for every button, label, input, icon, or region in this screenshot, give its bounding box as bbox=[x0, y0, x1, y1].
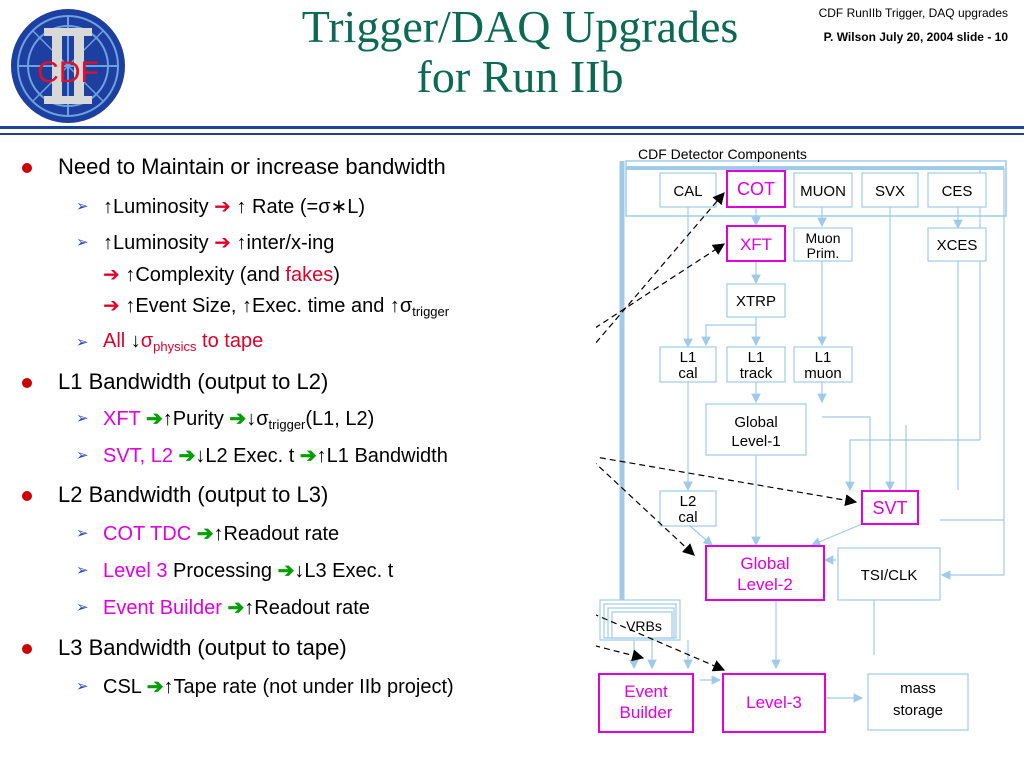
node-event-builder-2: Builder bbox=[620, 703, 673, 722]
node-mass-storage-1: mass bbox=[900, 680, 936, 697]
node-l1muon-2: muon bbox=[804, 365, 842, 382]
node-global-l1-2: Level-1 bbox=[731, 433, 780, 450]
node-ces: CES bbox=[942, 183, 973, 200]
node-svx: SVX bbox=[875, 183, 905, 200]
node-global-l2-2: Level-2 bbox=[737, 575, 793, 594]
node-event-builder-1: Event bbox=[624, 682, 668, 701]
chevron-icon: ➢ bbox=[76, 410, 89, 427]
chevron-icon: ➢ bbox=[76, 562, 89, 579]
node-l1cal-2: cal bbox=[678, 365, 697, 382]
chevron-icon: ➢ bbox=[76, 599, 89, 616]
chevron-icon: ➢ bbox=[76, 334, 89, 351]
node-muon: MUON bbox=[800, 183, 846, 200]
node-muonprim-2: Prim. bbox=[807, 245, 840, 261]
logo-text: CDF bbox=[37, 56, 99, 89]
header-topic: CDF RunIIb Trigger, DAQ upgrades bbox=[818, 6, 1008, 20]
node-l1track-2: track bbox=[740, 365, 773, 382]
title-line2: for Run IIb bbox=[416, 51, 624, 102]
node-mass-storage-2: storage bbox=[893, 702, 943, 719]
node-vrbs: VRBs bbox=[626, 618, 662, 634]
chevron-icon: ➢ bbox=[76, 234, 89, 251]
node-l1muon-1: L1 bbox=[815, 349, 832, 366]
diagram-title: CDF Detector Components bbox=[638, 146, 807, 162]
bullet-dot bbox=[22, 491, 32, 501]
chevron-icon: ➢ bbox=[76, 525, 89, 542]
node-level3: Level-3 bbox=[746, 693, 802, 712]
node-xft: XFT bbox=[740, 235, 772, 254]
bullet-dot bbox=[22, 644, 32, 654]
detector-diagram: CDF Detector Components bbox=[596, 146, 1007, 733]
node-muonprim-1: Muon bbox=[805, 230, 840, 246]
chevron-icon: ➢ bbox=[76, 447, 89, 464]
node-cal: CAL bbox=[673, 183, 702, 200]
node-l2cal-2: cal bbox=[678, 509, 697, 526]
node-tsi-clk: TSI/CLK bbox=[861, 567, 918, 584]
cdf-logo: CDF bbox=[11, 9, 125, 123]
chevron-icon: ➢ bbox=[76, 198, 89, 215]
node-svt: SVT bbox=[872, 498, 907, 518]
bullet-dot bbox=[22, 163, 32, 173]
node-cot: COT bbox=[737, 179, 775, 199]
node-global-l2-1: Global bbox=[740, 554, 789, 573]
chevron-icon: ➢ bbox=[76, 678, 89, 695]
node-xtrp: XTRP bbox=[736, 293, 776, 310]
components-frame bbox=[625, 160, 1007, 217]
title-line1: Trigger/DAQ Upgrades bbox=[301, 1, 739, 52]
node-l1cal-1: L1 bbox=[680, 349, 697, 366]
header-author-date: P. Wilson July 20, 2004 slide - 10 bbox=[823, 30, 1008, 44]
bullet-dot bbox=[22, 378, 32, 388]
header-rule-bottom bbox=[0, 133, 1024, 135]
node-global-l1-1: Global bbox=[734, 414, 777, 431]
node-xces: XCES bbox=[937, 237, 978, 254]
header-rule-top bbox=[0, 126, 1024, 129]
node-l1track-1: L1 bbox=[748, 349, 765, 366]
slide-title: Trigger/DAQ Upgrades for Run IIb bbox=[200, 2, 840, 102]
node-l2cal-1: L2 bbox=[680, 493, 697, 510]
